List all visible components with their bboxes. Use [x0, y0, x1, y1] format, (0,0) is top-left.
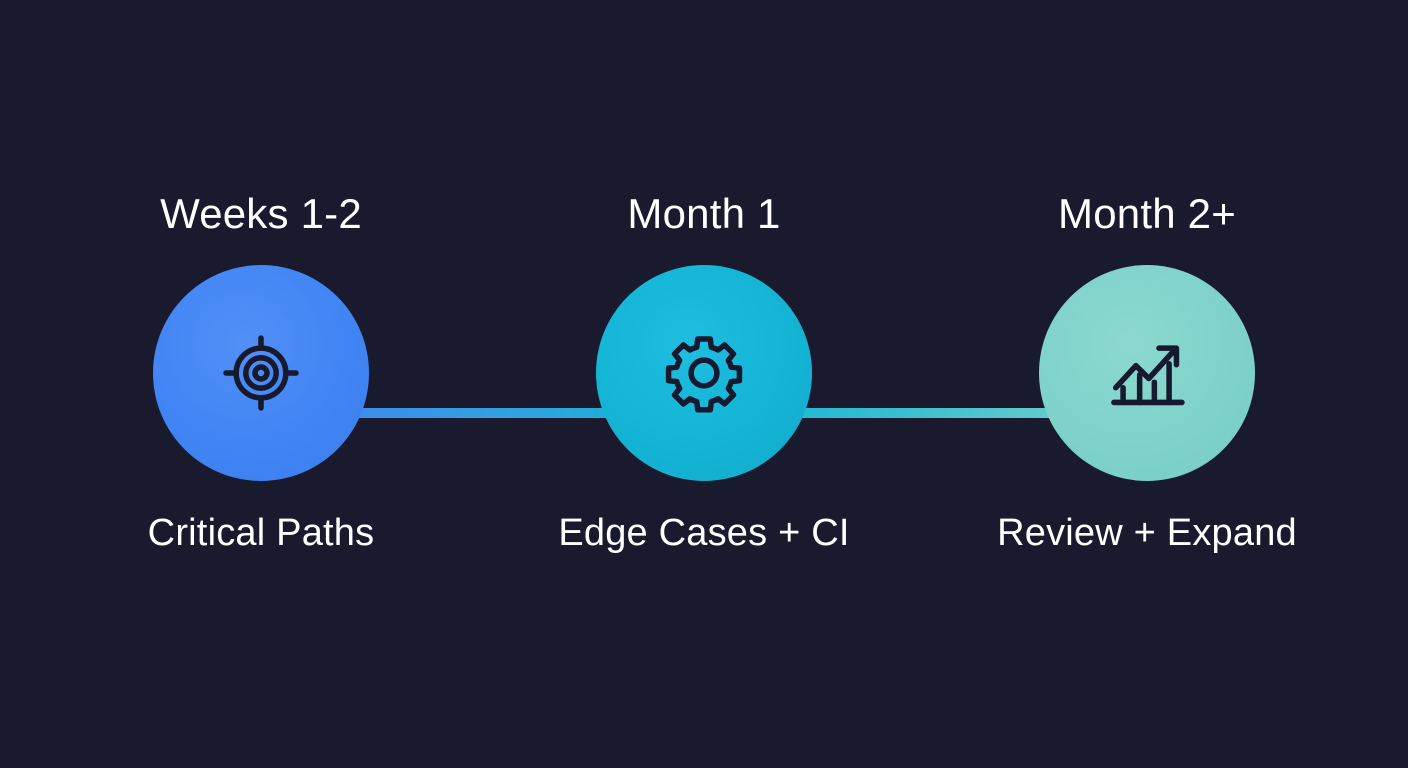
stage-caption-label: Critical Paths	[147, 512, 375, 554]
stage-node-circle[interactable]	[596, 265, 812, 481]
stage-node-circle[interactable]	[153, 265, 369, 481]
stage-period-label: Month 1	[627, 190, 781, 237]
stage-node-circle[interactable]	[1039, 265, 1255, 481]
timeline-stage-edge-cases-ci[interactable]: Month 1 Edge Cases + CI	[554, 190, 854, 555]
target-crosshair-icon	[215, 327, 307, 419]
timeline-connector-2	[704, 408, 1148, 418]
trending-up-chart-icon	[1101, 327, 1193, 419]
timeline-connector-1	[262, 408, 705, 418]
stage-period-label: Month 2+	[1058, 190, 1236, 237]
timeline-stage-critical-paths[interactable]: Weeks 1-2 Critical Paths	[111, 190, 411, 555]
stage-caption-label: Review + Expand	[997, 512, 1297, 554]
stage-period-label: Weeks 1-2	[160, 190, 362, 237]
stage-caption-label: Edge Cases + CI	[558, 512, 850, 554]
gear-icon	[658, 327, 750, 419]
timeline-stage-review-expand[interactable]: Month 2+ Review + Expand	[997, 190, 1297, 555]
